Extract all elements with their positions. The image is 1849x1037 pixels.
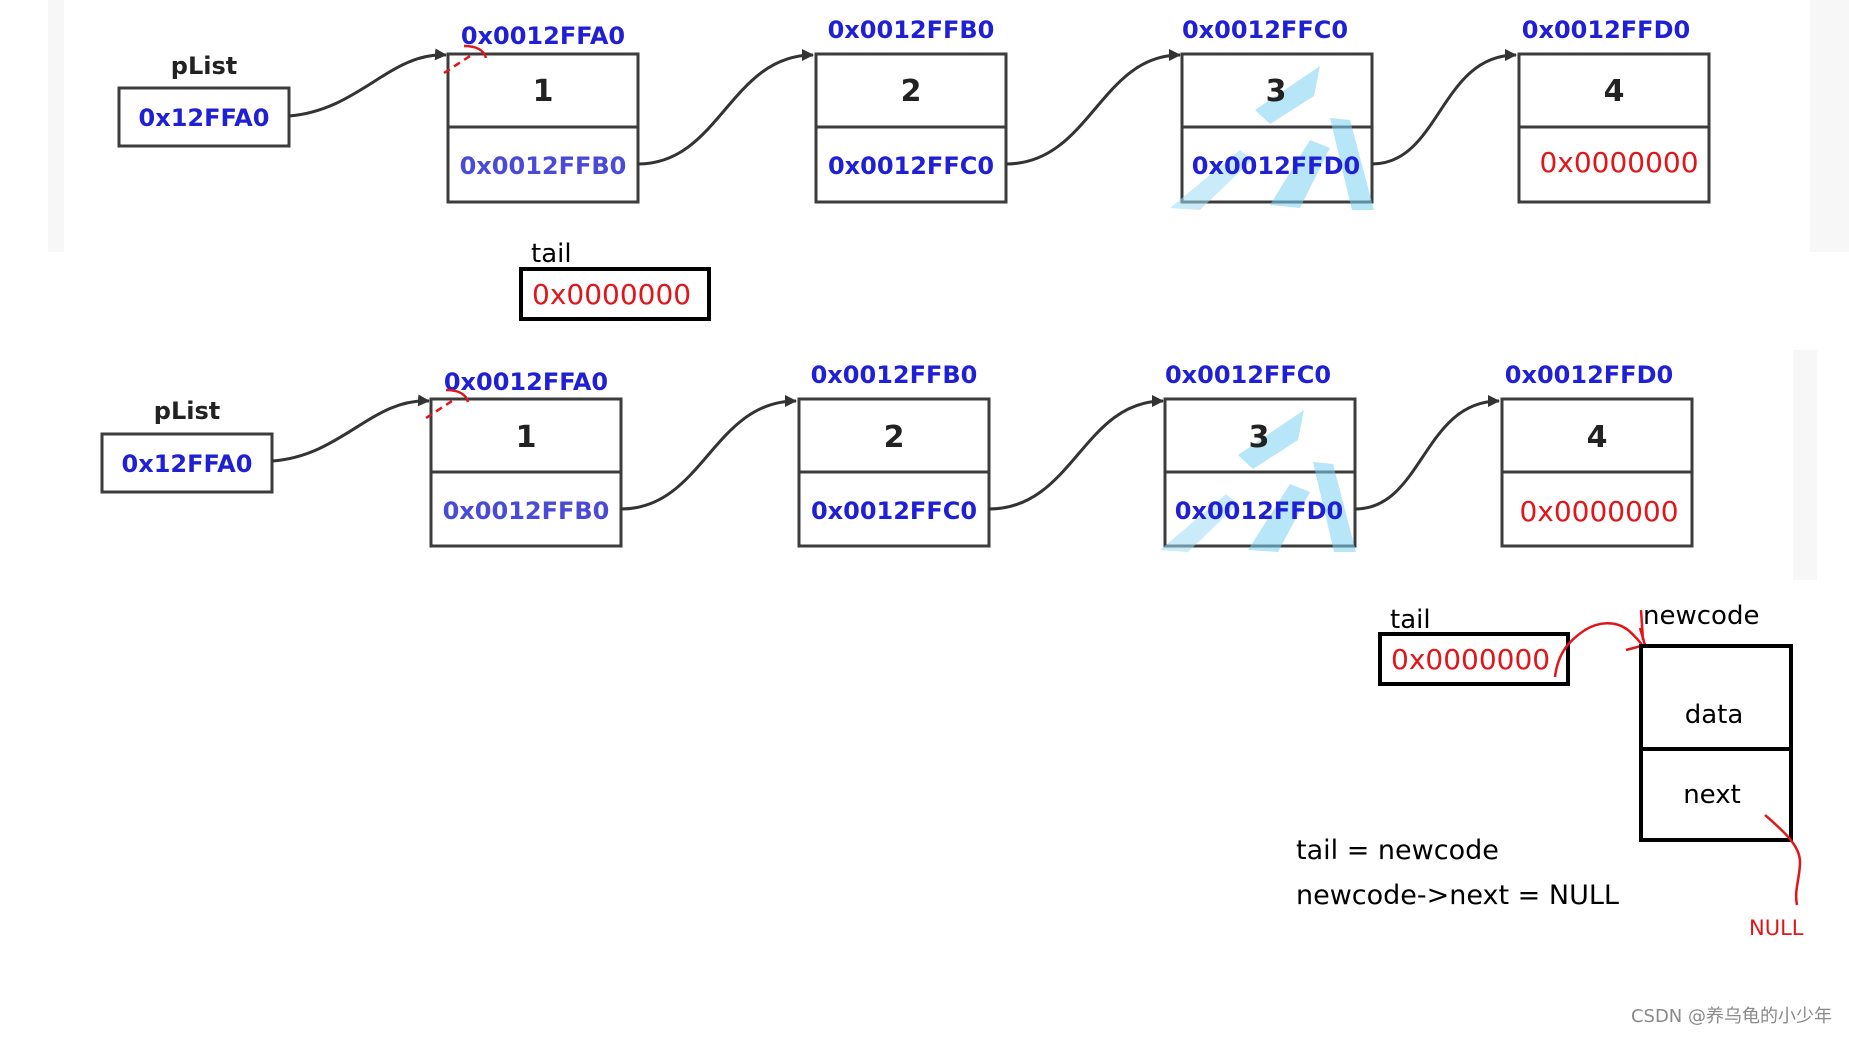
row2-node-3-highlight-marks <box>1160 410 1356 552</box>
row2-node-4-data: 4 <box>1587 420 1608 455</box>
code-line-1: tail = newcode <box>1296 835 1499 866</box>
row1-node-2-next: 0x0012FFC0 <box>828 152 994 180</box>
row2-node-3-data: 3 <box>1249 420 1270 455</box>
row2-tail-value: 0x0000000 <box>1391 643 1550 676</box>
row2-node-2-next: 0x0012FFC0 <box>811 497 977 525</box>
row2-node-2-data: 2 <box>884 420 905 455</box>
row2-arrow-node2-to-node3 <box>988 395 1164 511</box>
row2-node-4: 0x0012FFD0 4 0x0000000 <box>1500 361 1694 548</box>
row1-node-4-data: 4 <box>1604 74 1625 109</box>
code-line-2: newcode->next = NULL <box>1296 880 1619 911</box>
row2-node-4-next: 0x0000000 <box>1519 495 1678 528</box>
newcode-next-label: next <box>1683 780 1741 810</box>
row1-node-4: 0x0012FFD0 4 0x0000000 <box>1517 16 1711 204</box>
row1-node-2: 0x0012FFB0 2 0x0012FFC0 <box>814 16 1008 204</box>
row1-plist-label: pList <box>171 52 237 80</box>
newcode-label: newcode <box>1643 601 1759 631</box>
row1-node-1-address: 0x0012FFA0 <box>461 22 625 50</box>
row2: pList 0x12FFA0 0x0012FFA0 1 0x0012FFB0 0… <box>100 361 1804 940</box>
row1-node-3-address: 0x0012FFC0 <box>1182 16 1348 44</box>
row2-arrow-plist-to-node1 <box>271 394 430 463</box>
row2-arrow-node3-to-node4 <box>1354 395 1500 511</box>
row1-node-3-data: 3 <box>1266 74 1287 109</box>
watermark: CSDN @养乌龟的小少年 <box>1631 1006 1832 1027</box>
null-label: NULL <box>1749 916 1804 940</box>
row2-node-1-next: 0x0012FFB0 <box>443 497 610 525</box>
row2-red-mark-dash <box>425 399 453 420</box>
row2-tail-box <box>1378 632 1570 686</box>
row1-node-4-address: 0x0012FFD0 <box>1522 16 1690 44</box>
row1: pList 0x12FFA0 0x0012FFA0 1 0x0012FFB0 0… <box>117 16 1711 321</box>
row2-node-2-address: 0x0012FFB0 <box>811 361 978 389</box>
row1-arrow-node2-to-node3 <box>1005 49 1181 166</box>
row1-node-1-next: 0x0012FFB0 <box>460 152 627 180</box>
newcode-red-tick <box>1639 609 1645 641</box>
row2-red-mark-arc <box>445 388 470 403</box>
row1-node-2-data: 2 <box>901 74 922 109</box>
next-to-null-red-line <box>1764 814 1802 906</box>
row1-tail-value: 0x0000000 <box>532 278 691 311</box>
row2-node-3-next: 0x0012FFD0 <box>1175 497 1343 525</box>
row1-node-1: 0x0012FFA0 1 0x0012FFB0 <box>446 22 640 204</box>
row1-red-mark-dash <box>443 54 471 75</box>
panel-edge-right-top <box>1810 0 1849 252</box>
row1-node-3-highlight-marks <box>1170 66 1374 210</box>
row1-plist-value: 0x12FFA0 <box>139 104 270 132</box>
row1-node-2-address: 0x0012FFB0 <box>828 16 995 44</box>
row1-node-1-data: 1 <box>533 74 554 109</box>
panel-edge-right-bottom <box>1793 350 1817 580</box>
row2-tail-label: tail <box>1390 605 1431 635</box>
row2-node-4-address: 0x0012FFD0 <box>1505 361 1673 389</box>
row1-arrow-node1-to-node2 <box>637 49 814 166</box>
tail-to-newcode-red-arrow <box>1553 622 1646 678</box>
row1-arrow-plist-to-node1 <box>288 48 447 118</box>
row2-node-3-address: 0x0012FFC0 <box>1165 361 1331 389</box>
row1-node-3-next: 0x0012FFD0 <box>1192 152 1360 180</box>
row2-node-2: 0x0012FFB0 2 0x0012FFC0 <box>797 361 991 548</box>
row1-plist-box <box>117 86 291 148</box>
row2-node-1: 0x0012FFA0 1 0x0012FFB0 <box>429 368 623 548</box>
row2-plist-box <box>100 432 274 494</box>
row2-plist-label: pList <box>154 397 220 425</box>
row1-tail-box <box>519 267 711 321</box>
row1-red-mark-arc <box>463 44 488 59</box>
panel-edge-left <box>48 0 64 252</box>
row2-node-1-data: 1 <box>516 420 537 455</box>
row2-plist-value: 0x12FFA0 <box>122 450 253 478</box>
row1-node-4-next: 0x0000000 <box>1539 146 1698 179</box>
row1-node-3: 0x0012FFC0 3 0x0012FFD0 <box>1170 16 1374 210</box>
newcode-data-label: data <box>1685 700 1744 730</box>
row1-tail-label: tail <box>531 239 572 269</box>
row2-node-3: 0x0012FFC0 3 0x0012FFD0 <box>1160 361 1357 552</box>
row1-arrow-node3-to-node4 <box>1371 49 1517 166</box>
row2-node-1-address: 0x0012FFA0 <box>444 368 608 396</box>
newcode-box <box>1639 644 1793 842</box>
row2-arrow-node1-to-node2 <box>620 395 797 511</box>
